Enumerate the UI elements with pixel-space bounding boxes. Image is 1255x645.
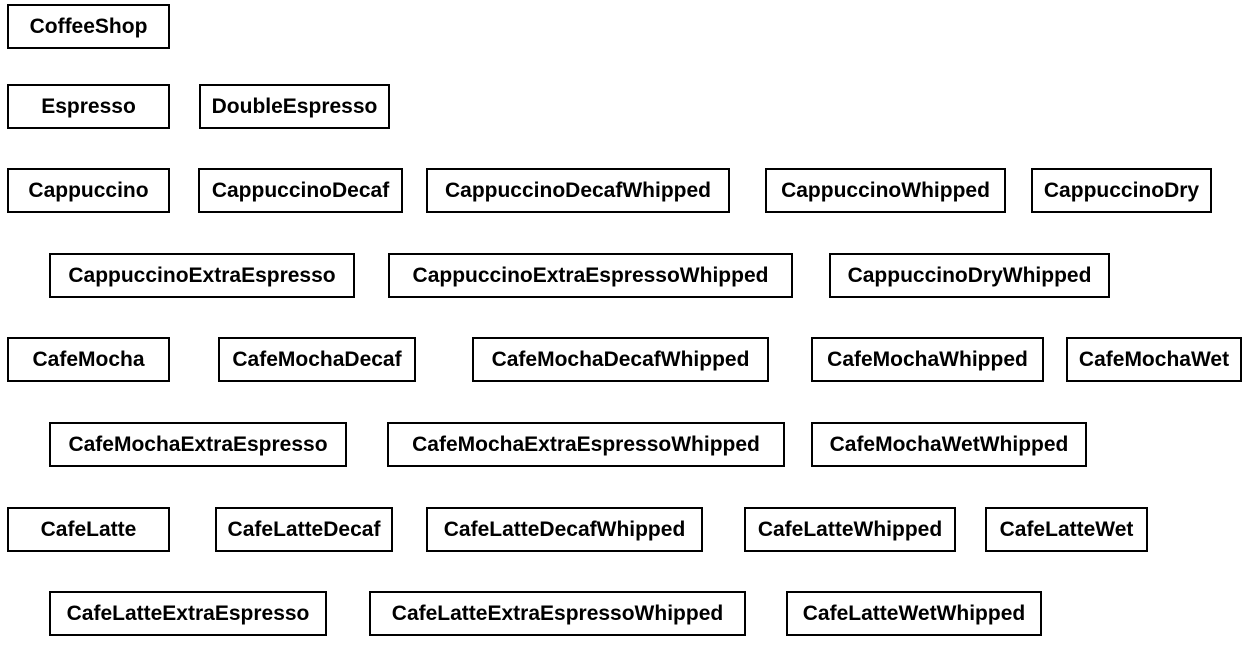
class-box-cafe-latte-extra-espresso[interactable]: CafeLatteExtraEspresso [49,591,327,636]
class-box-cappuccino-whipped[interactable]: CappuccinoWhipped [765,168,1006,213]
class-box-cafe-latte-whipped[interactable]: CafeLatteWhipped [744,507,956,552]
class-box-cafe-latte-wet[interactable]: CafeLatteWet [985,507,1148,552]
class-box-cafe-mocha[interactable]: CafeMocha [7,337,170,382]
class-box-cafe-mocha-wet[interactable]: CafeMochaWet [1066,337,1242,382]
class-box-coffee-shop[interactable]: CoffeeShop [7,4,170,49]
class-box-cappuccino[interactable]: Cappuccino [7,168,170,213]
class-box-cappuccino-dry[interactable]: CappuccinoDry [1031,168,1212,213]
class-box-cafe-latte-decaf[interactable]: CafeLatteDecaf [215,507,393,552]
class-box-cafe-mocha-wet-whipped[interactable]: CafeMochaWetWhipped [811,422,1087,467]
class-box-cafe-mocha-decaf[interactable]: CafeMochaDecaf [218,337,416,382]
class-box-cappuccino-extra-espresso-whipped[interactable]: CappuccinoExtraEspressoWhipped [388,253,793,298]
class-box-cafe-mocha-extra-espresso[interactable]: CafeMochaExtraEspresso [49,422,347,467]
class-box-double-espresso[interactable]: DoubleEspresso [199,84,390,129]
class-box-cafe-latte-extra-espresso-whipped[interactable]: CafeLatteExtraEspressoWhipped [369,591,746,636]
class-box-espresso[interactable]: Espresso [7,84,170,129]
class-box-cafe-mocha-decaf-whipped[interactable]: CafeMochaDecafWhipped [472,337,769,382]
class-box-cappuccino-decaf-whipped[interactable]: CappuccinoDecafWhipped [426,168,730,213]
class-box-cafe-mocha-extra-espresso-whipped[interactable]: CafeMochaExtraEspressoWhipped [387,422,785,467]
class-box-cappuccino-extra-espresso[interactable]: CappuccinoExtraEspresso [49,253,355,298]
class-box-cafe-latte[interactable]: CafeLatte [7,507,170,552]
class-box-cafe-mocha-whipped[interactable]: CafeMochaWhipped [811,337,1044,382]
class-box-cafe-latte-wet-whipped[interactable]: CafeLatteWetWhipped [786,591,1042,636]
class-box-cappuccino-decaf[interactable]: CappuccinoDecaf [198,168,403,213]
class-box-cappuccino-dry-whipped[interactable]: CappuccinoDryWhipped [829,253,1110,298]
class-box-cafe-latte-decaf-whipped[interactable]: CafeLatteDecafWhipped [426,507,703,552]
